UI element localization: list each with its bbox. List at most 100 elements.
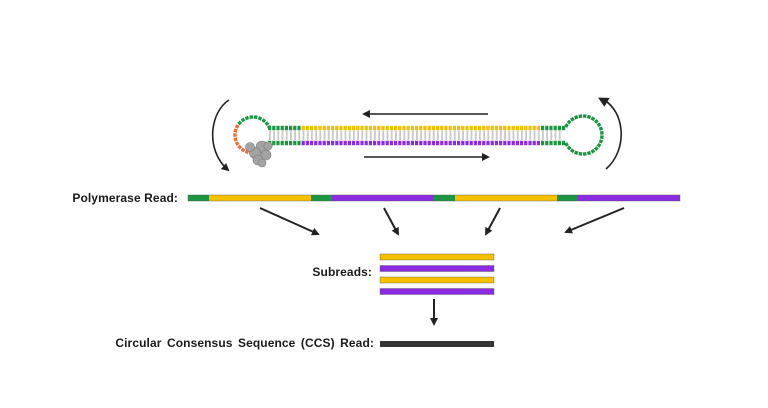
base-dot xyxy=(305,140,309,146)
base-dot xyxy=(586,114,592,120)
base-dot xyxy=(318,140,322,146)
arrow-icon xyxy=(564,207,625,234)
base-dot xyxy=(389,140,393,146)
base-dot xyxy=(318,125,322,131)
base-dot xyxy=(570,148,575,154)
base-dot xyxy=(511,140,515,146)
base-dot xyxy=(524,140,528,146)
base-dot xyxy=(381,140,385,146)
base-dot xyxy=(598,126,604,131)
base-dot xyxy=(356,140,360,146)
subread-arrows xyxy=(259,207,625,236)
base-dot xyxy=(389,125,393,131)
base-dot xyxy=(564,123,569,128)
adapter-segment xyxy=(188,195,209,201)
base-dot xyxy=(368,140,372,146)
base-dot xyxy=(562,140,566,146)
base-dot xyxy=(499,140,503,146)
base-dot xyxy=(478,125,482,131)
base-dot xyxy=(553,140,557,146)
polymerase-read-outline xyxy=(187,194,681,202)
rotation-arrow-right-icon xyxy=(603,99,622,170)
base-dot xyxy=(381,125,385,131)
subread-bar xyxy=(379,276,495,284)
base-dot xyxy=(452,140,456,146)
base-dot xyxy=(343,125,347,131)
base-dot xyxy=(448,140,452,146)
base-dot xyxy=(352,140,356,146)
base-dot xyxy=(364,140,368,146)
subread-bar xyxy=(379,288,495,295)
base-dot xyxy=(385,125,389,131)
base-dot xyxy=(314,125,318,131)
base-dot xyxy=(261,118,267,123)
base-dot xyxy=(473,140,477,146)
base-dot xyxy=(373,125,377,131)
base-dot xyxy=(297,125,301,131)
adapter-segment xyxy=(434,195,455,201)
base-dot xyxy=(457,140,461,146)
base-dot xyxy=(520,140,524,146)
base-dot xyxy=(253,115,258,120)
base-dot xyxy=(343,140,347,146)
base-dot xyxy=(566,145,572,151)
primer-dot xyxy=(234,141,240,146)
base-dot xyxy=(289,140,293,146)
base-dot xyxy=(553,125,557,131)
base-dot xyxy=(398,125,402,131)
base-dot xyxy=(394,140,398,146)
base-dot xyxy=(469,125,473,131)
top-strand-insert xyxy=(268,125,566,131)
base-dot xyxy=(322,140,326,146)
base-dot xyxy=(326,140,330,146)
base-dot xyxy=(457,125,461,131)
base-dot xyxy=(593,119,599,124)
arrow-icon xyxy=(259,207,320,236)
base-dot xyxy=(347,125,351,131)
base-dot xyxy=(280,140,284,146)
primer-dot xyxy=(233,128,238,133)
base-dot xyxy=(482,140,486,146)
arrow-icon xyxy=(383,207,399,236)
base-dot xyxy=(331,125,335,131)
base-dot xyxy=(564,142,569,147)
right-hairpin-adapter xyxy=(564,114,604,156)
smrtbell-template xyxy=(233,114,604,168)
base-dot xyxy=(301,140,305,146)
base-dot xyxy=(578,151,583,156)
base-dot xyxy=(528,125,532,131)
base-dot xyxy=(398,140,402,146)
base-dot xyxy=(578,114,583,119)
subread-bar xyxy=(379,253,495,261)
insert-segment xyxy=(209,195,311,201)
base-dot xyxy=(503,140,507,146)
base-dot xyxy=(452,125,456,131)
base-dot xyxy=(272,125,276,131)
base-dot xyxy=(339,140,343,146)
base-dot xyxy=(244,115,250,121)
base-dot xyxy=(402,125,406,131)
base-dot xyxy=(528,140,532,146)
base-dot xyxy=(461,140,465,146)
subreads-stack xyxy=(379,253,495,295)
base-dot xyxy=(240,117,246,123)
base-dot xyxy=(394,125,398,131)
primer-dot xyxy=(233,137,238,142)
base-dot xyxy=(339,125,343,131)
base-dot xyxy=(431,125,435,131)
base-dot xyxy=(276,140,280,146)
base-dot xyxy=(599,130,604,135)
base-dot xyxy=(469,140,473,146)
base-dot xyxy=(431,140,435,146)
base-dot xyxy=(322,125,326,131)
polymerase-subunit xyxy=(257,158,267,168)
base-dot xyxy=(494,140,498,146)
insert-segment xyxy=(455,195,557,201)
base-dot xyxy=(511,125,515,131)
base-dot xyxy=(440,125,444,131)
base-dot xyxy=(364,125,368,131)
base-dot xyxy=(574,150,579,155)
subread-bar xyxy=(379,265,495,272)
base-dot xyxy=(368,125,372,131)
